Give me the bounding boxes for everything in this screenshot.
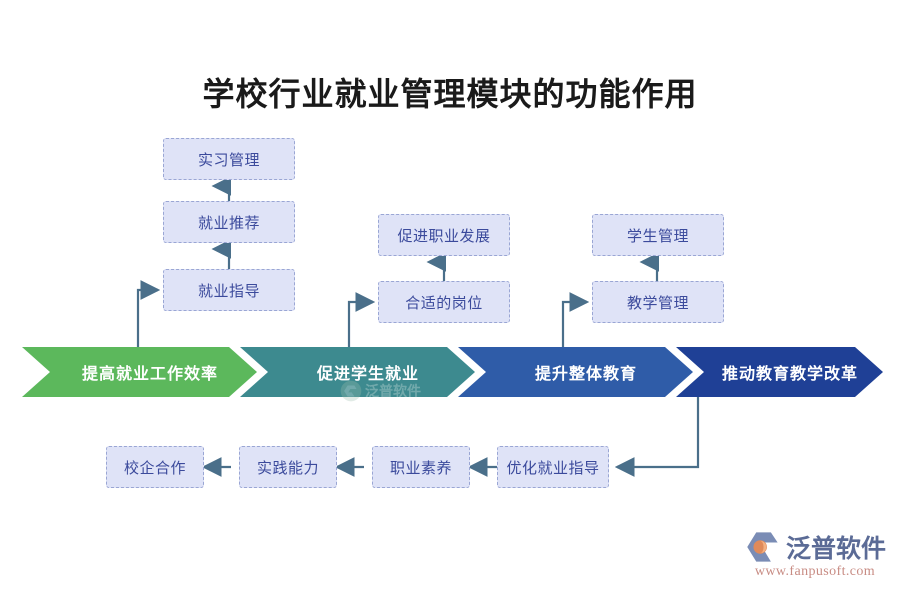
node-youhua-jiuye-zhidao[interactable]: 优化就业指导 <box>497 446 609 488</box>
node-xiaoqi-hezuo[interactable]: 校企合作 <box>106 446 204 488</box>
brand-logo-url: www.fanpusoft.com <box>754 564 876 579</box>
node-cujin-zhiye-fazhan[interactable]: 促进职业发展 <box>378 214 510 256</box>
chevron-stage-4 <box>676 347 883 397</box>
brand-logo-text: 泛普软件 <box>786 535 887 563</box>
brand-logo: 泛普软件 www.fanpusoft.com <box>744 528 886 590</box>
page-title: 学校行业就业管理模块的功能作用 <box>202 76 698 112</box>
node-zhiye-suyang[interactable]: 职业素养 <box>372 446 470 488</box>
node-shixi-guanli[interactable]: 实习管理 <box>163 138 295 180</box>
node-xuesheng-guanli[interactable]: 学生管理 <box>592 214 724 256</box>
chevron-stage-2 <box>240 347 475 397</box>
node-jiuye-tuijian[interactable]: 就业推荐 <box>163 201 295 243</box>
chevron-stage-3 <box>458 347 693 397</box>
node-jiaoxue-guanli[interactable]: 教学管理 <box>592 281 724 323</box>
fanpu-logo-icon <box>747 532 778 562</box>
process-chevron-band <box>22 347 883 397</box>
node-heshi-de-gangwei[interactable]: 合适的岗位 <box>378 281 510 323</box>
connector-group-bottom <box>201 397 700 477</box>
node-jiuye-zhidao[interactable]: 就业指导 <box>163 269 295 311</box>
chevron-stage-1 <box>22 347 257 397</box>
node-shijian-nengli[interactable]: 实践能力 <box>239 446 337 488</box>
